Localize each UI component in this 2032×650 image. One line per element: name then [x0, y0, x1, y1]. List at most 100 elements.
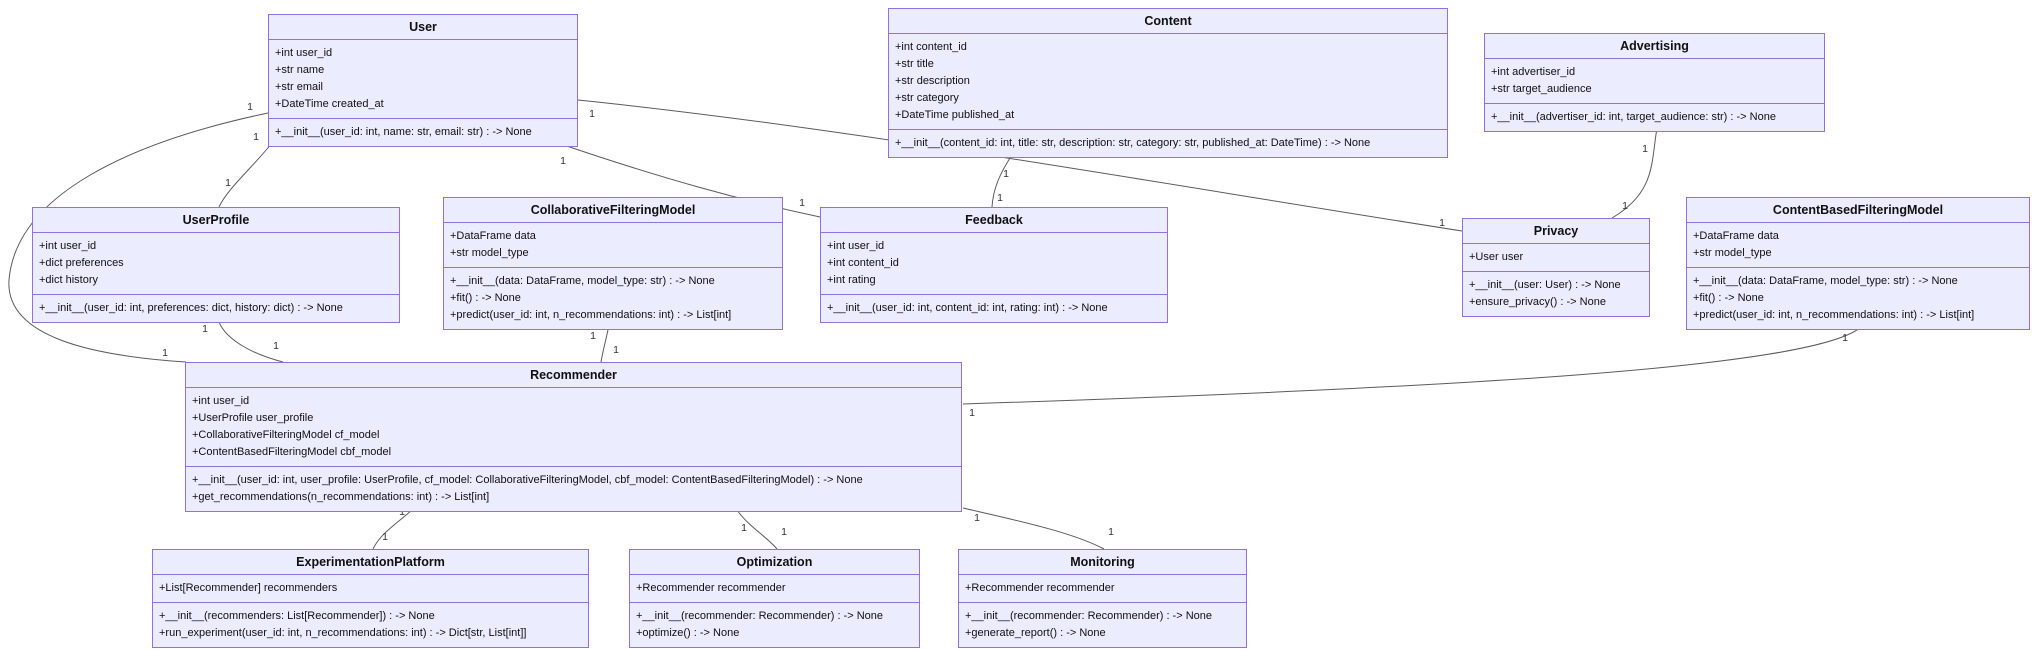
class-attributes-section: +DataFrame data+str model_type: [444, 222, 782, 267]
class-title: Monitoring: [1070, 555, 1135, 569]
class-attributes-section: +int advertiser_id +str target_audience: [1485, 58, 1824, 103]
multiplicity-label: 1: [399, 506, 405, 518]
method-line: +__init__(content_id: int, title: str, d…: [895, 137, 1371, 149]
method-line: +optimize() : -> None: [636, 627, 740, 639]
attribute-line: +int user_id: [39, 240, 97, 252]
multiplicity-label: 1: [613, 344, 619, 356]
method-line: +get_recommendations(n_recommendations: …: [192, 491, 490, 503]
method-line: +ensure_privacy() : -> None: [1469, 296, 1606, 308]
multiplicity-label: 1: [799, 197, 805, 209]
multiplicity-label: 1: [382, 531, 388, 543]
class-methods-section: +__init__(recommenders: List[Recommender…: [153, 602, 588, 647]
class-title: Advertising: [1620, 39, 1689, 53]
class-box-privacy: Privacy+User user+__init__(user: User) :…: [1462, 218, 1650, 317]
attribute-line: +User user: [1469, 251, 1524, 263]
method-line: +predict(user_id: int, n_recommendations…: [1693, 309, 1975, 321]
multiplicity-label: 1: [741, 522, 747, 534]
class-box-userprofile: UserProfile +int user_id +dict preferences…: [32, 207, 400, 323]
attribute-line: +DateTime created_at: [275, 98, 384, 110]
edge-user-recommender: [8, 112, 269, 363]
method-line: +__init__(user: User) : -> None: [1469, 279, 1621, 291]
method-line: +__init__(data: DataFrame, model_type: s…: [450, 275, 715, 287]
attribute-line: +str name: [275, 64, 325, 76]
class-attributes-section: +DataFrame data+str model_type: [1687, 222, 2029, 267]
class-methods-section: +__init__(data: DataFrame, model_type: s…: [444, 267, 782, 329]
method-line: +run_experiment(user_id: int, n_recommen…: [159, 627, 527, 639]
class-box-advertising: Advertising +int advertiser_id +str target…: [1484, 33, 1825, 132]
method-line: +__init__(data: DataFrame, model_type: s…: [1693, 275, 1958, 287]
class-box-feedback: Feedback +int user_id+int content_id+int …: [820, 207, 1168, 323]
attribute-line: +UserProfile user_profile: [192, 412, 314, 424]
attribute-line: +DataFrame data: [450, 230, 536, 242]
method-line: +__init__(user_id: int, preferences: dic…: [39, 302, 343, 314]
class-methods-section: +__init__(recommender: Recommender) : ->…: [630, 602, 919, 647]
attribute-line: +Recommender recommender: [965, 582, 1115, 594]
attribute-line: +DateTime published_at: [895, 109, 1015, 121]
multiplicity-label: 1: [997, 192, 1003, 204]
class-methods-section: +__init__(advertiser_id: int, target_aud…: [1485, 103, 1824, 131]
attribute-line: +int advertiser_id: [1491, 66, 1576, 78]
multiplicity-label: 1: [969, 407, 975, 419]
attribute-line: +str category: [895, 92, 959, 104]
class-title: ExperimentationPlatform: [296, 555, 445, 569]
attribute-line: +Recommender recommender: [636, 582, 786, 594]
class-title: User: [409, 20, 437, 34]
edge-user-feedback: [557, 142, 821, 218]
class-methods-section: +__init__(user_id: int, user_profile: Us…: [186, 466, 961, 511]
class-title: Optimization: [736, 555, 813, 569]
class-box-experimentationplatform: ExperimentationPlatform +List[Recommender…: [152, 549, 589, 648]
class-box-optimization: Optimization +Recommender recommender +__i…: [629, 549, 920, 648]
attribute-line: +List[Recommender] recommenders: [159, 582, 338, 594]
class-attributes-section: +int user_id+int content_id+int rating: [821, 232, 1167, 294]
class-box-collaborativefilteringmodel: CollaborativeFilteringModel+DataFrame da…: [443, 197, 783, 330]
attribute-line: +int user_id: [275, 47, 333, 59]
class-box-contentbasedfilteringmodel: ContentBasedFilteringModel+DataFrame dat…: [1686, 197, 2030, 330]
method-line: +predict(user_id: int, n_recommendations…: [450, 309, 732, 321]
class-attributes-section: +Recommender recommender: [959, 574, 1246, 602]
multiplicity-label: 1: [974, 512, 980, 524]
class-methods-section: +__init__(data: DataFrame, model_type: s…: [1687, 267, 2029, 329]
class-attributes-section: +int user_id +str name +str email +DateTime…: [269, 39, 577, 118]
edge-collaborativefilteringmodel-recommender: [600, 324, 610, 363]
attribute-line: +dict preferences: [39, 257, 124, 269]
method-line: +__init__(advertiser_id: int, target_aud…: [1491, 111, 1776, 123]
edge-advertising-privacy: [1611, 127, 1658, 219]
attribute-line: +str model_type: [1693, 247, 1772, 259]
multiplicity-label: 1: [162, 347, 168, 359]
class-title: Content: [1144, 14, 1192, 28]
multiplicity-label: 1: [1642, 143, 1648, 155]
multiplicity-label: 1: [1842, 332, 1848, 344]
method-line: +__init__(user_id: int, name: str, email…: [275, 126, 532, 138]
attribute-line: +CollaborativeFilteringModel cf_model: [192, 429, 380, 441]
method-line: +__init__(recommenders: List[Recommender…: [159, 610, 435, 622]
method-line: +fit() : -> None: [450, 292, 521, 304]
edge-content-feedback: [991, 154, 1013, 208]
edge-contentbasedfilteringmodel-recommender: [962, 325, 1863, 405]
method-line: +__init__(user_id: int, content_id: int,…: [827, 302, 1108, 314]
multiplicity-label: 1: [1622, 200, 1628, 212]
class-attributes-section: +int user_id +UserProfile user_profile +Co…: [186, 387, 961, 466]
multiplicity-label: 1: [225, 177, 231, 189]
edge-user-userprofile: [218, 142, 273, 208]
multiplicity-label: 1: [253, 131, 259, 143]
class-title: Feedback: [965, 213, 1023, 227]
class-title: UserProfile: [182, 213, 250, 227]
multiplicity-label: 1: [781, 526, 787, 538]
multiplicity-label: 1: [273, 340, 279, 352]
class-methods-section: +__init__(user_id: int, name: str, email…: [269, 118, 577, 146]
multiplicity-label: 1: [589, 108, 595, 120]
attribute-line: +str title: [895, 58, 934, 70]
class-attributes-section: +List[Recommender] recommenders: [153, 574, 588, 602]
multiplicity-label: 1: [1108, 526, 1114, 538]
class-attributes-section: +int user_id+dict preferences+dict histo…: [33, 232, 399, 294]
attribute-line: +str email: [275, 81, 323, 93]
class-title: Recommender: [530, 368, 617, 382]
method-line: +__init__(recommender: Recommender) : ->…: [636, 610, 884, 622]
attribute-line: +str target_audience: [1491, 83, 1592, 95]
attribute-line: +int user_id: [192, 395, 250, 407]
edge-userprofile-recommender: [217, 318, 284, 363]
class-methods-section: +__init__(content_id: int, title: str, d…: [889, 129, 1447, 157]
attribute-line: +int user_id: [827, 240, 885, 252]
class-methods-section: +__init__(user_id: int, content_id: int,…: [821, 294, 1167, 322]
